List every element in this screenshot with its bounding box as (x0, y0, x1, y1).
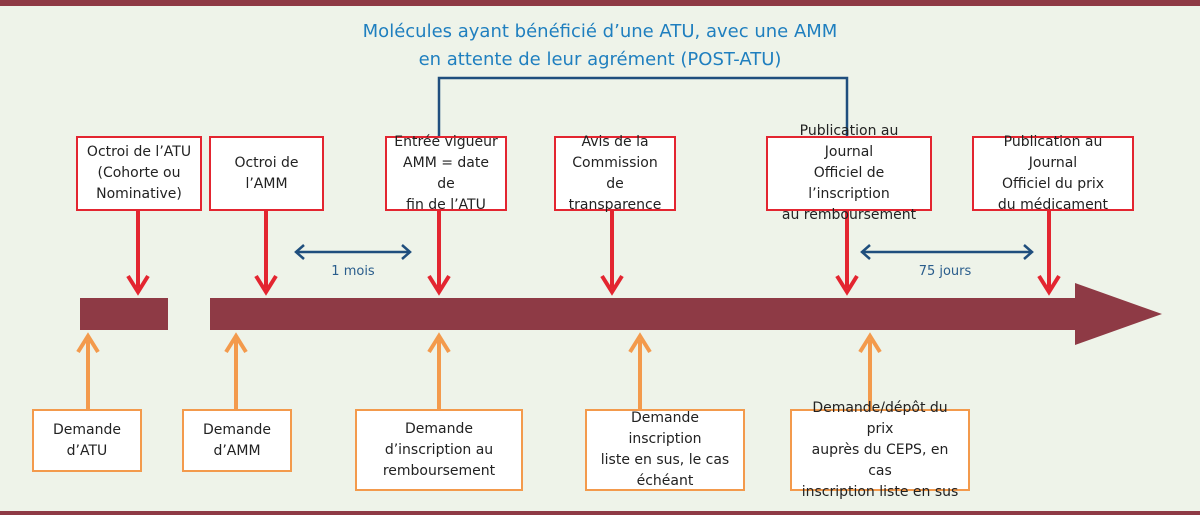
box-publication-prix: Publication au Journal Officiel du prix … (972, 134, 1134, 213)
timeline-bar-start (80, 298, 168, 330)
interval-label-75-jours: 75 jours (918, 264, 972, 279)
box-octroi-atu: Octroi de l’ATU (Cohorte ou Nominative) (76, 136, 202, 211)
orange-arrows (76, 332, 882, 409)
top-rule (0, 0, 1200, 6)
box-demande-liste-en-sus: Demande inscription liste en sus, le cas… (585, 409, 745, 491)
header-line-1: Molécules ayant bénéficié d’une ATU, ave… (362, 21, 838, 42)
box-octroi-amm: Octroi de l’AMM (209, 136, 324, 211)
box-demande-atu: Demande d’ATU (32, 409, 142, 472)
box-demande-amm: Demande d’AMM (182, 409, 292, 472)
post-atu-bracket (437, 76, 849, 136)
post-atu-header: Molécules ayant bénéficié d’une ATU, ave… (330, 18, 870, 74)
box-demande-prix-ceps: Demande/dépôt du prix auprès du CEPS, en… (790, 400, 970, 500)
interval-label-1-mois: 1 mois (331, 264, 375, 279)
interval-arrows (294, 244, 1034, 260)
header-line-2: en attente de leur agrément (POST-ATU) (418, 49, 782, 70)
red-arrows (126, 211, 1061, 296)
timeline-bar-main (210, 298, 1080, 330)
box-publication-inscription: Publication au Journal Officiel de l’ins… (766, 123, 932, 223)
box-demande-inscription: Demande d’inscription au remboursement (355, 409, 523, 491)
box-entree-vigueur-amm: Entrée vigueur AMM = date de fin de l’AT… (385, 134, 507, 213)
timeline-arrowhead (1075, 283, 1162, 345)
box-avis-commission: Avis de la Commission de transparence (554, 134, 676, 213)
bottom-rule (0, 511, 1200, 515)
